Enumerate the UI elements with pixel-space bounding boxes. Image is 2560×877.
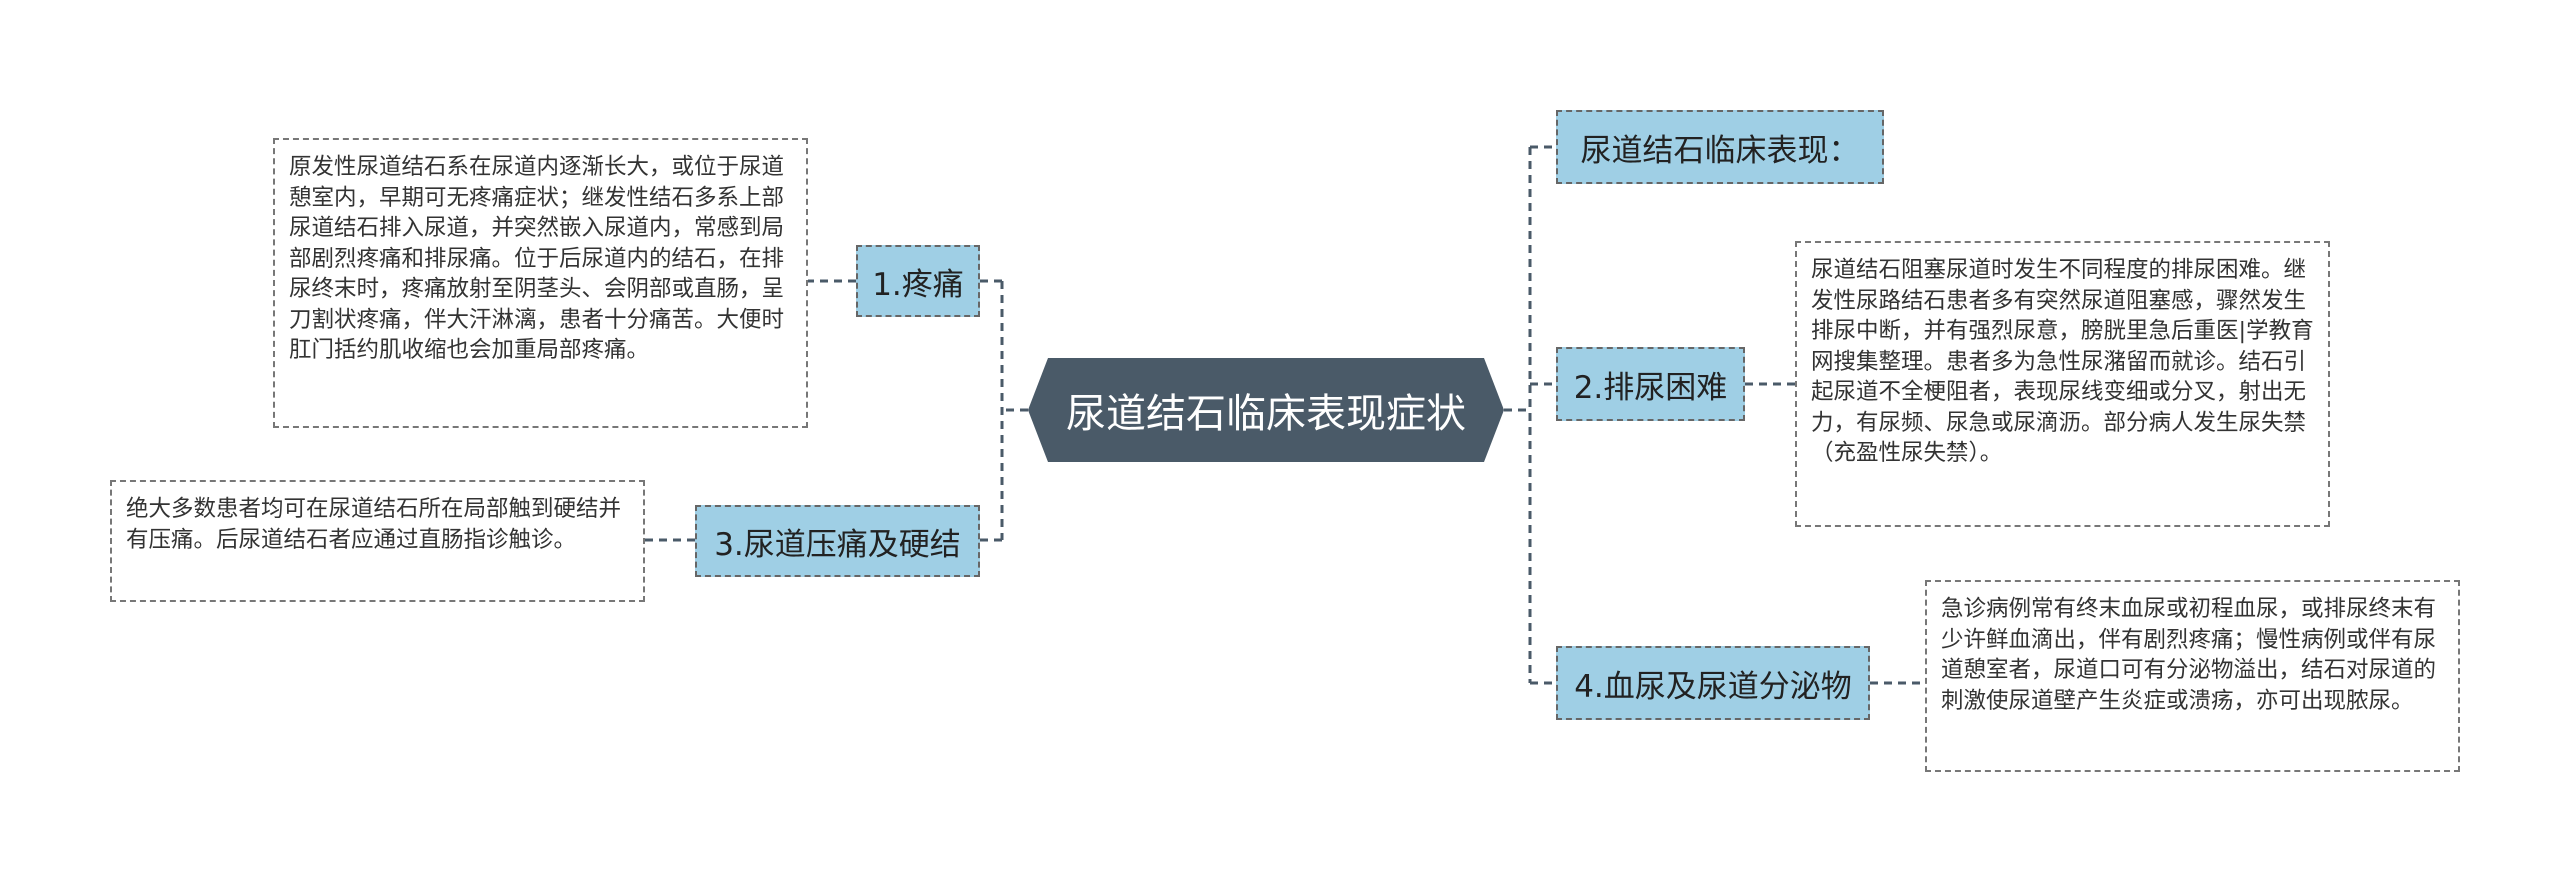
detail-blood-text: 急诊病例常有终末血尿或初程血尿，或排尿终末有少许鲜血滴出，伴有剧烈疼痛；慢性病例… bbox=[1941, 596, 2437, 714]
topic-pressure[interactable]: 3.尿道压痛及硬结 bbox=[695, 505, 980, 577]
detail-pain-text: 原发性尿道结石系在尿道内逐渐长大，或位于尿道憩室内，早期可无疼痛症状；继发性结石… bbox=[289, 154, 785, 363]
detail-pressure-text: 绝大多数患者均可在尿道结石所在局部触到硬结并有压痛。后尿道结石者应通过直肠指诊触… bbox=[126, 496, 622, 553]
topic-urination[interactable]: 2.排尿困难 bbox=[1556, 347, 1745, 421]
topic-pain[interactable]: 1.疼痛 bbox=[856, 245, 980, 317]
topic-manifest[interactable]: 尿道结石临床表现： bbox=[1556, 110, 1884, 184]
detail-pressure: 绝大多数患者均可在尿道结石所在局部触到硬结并有压痛。后尿道结石者应通过直肠指诊触… bbox=[110, 480, 645, 602]
root-node[interactable]: 尿道结石临床表现症状 bbox=[1028, 358, 1504, 462]
topic-urination-label: 2.排尿困难 bbox=[1573, 369, 1728, 406]
topic-pain-label: 1.疼痛 bbox=[872, 266, 964, 303]
detail-urination-text: 尿道结石阻塞尿道时发生不同程度的排尿困难。继发性尿路结石患者多有突然尿道阻塞感，… bbox=[1811, 257, 2314, 466]
detail-pain: 原发性尿道结石系在尿道内逐渐长大，或位于尿道憩室内，早期可无疼痛症状；继发性结石… bbox=[273, 138, 808, 428]
detail-blood: 急诊病例常有终末血尿或初程血尿，或排尿终末有少许鲜血滴出，伴有剧烈疼痛；慢性病例… bbox=[1925, 580, 2460, 772]
topic-manifest-label: 尿道结石临床表现： bbox=[1580, 132, 1860, 169]
topic-pressure-label: 3.尿道压痛及硬结 bbox=[714, 526, 961, 563]
root-title: 尿道结石临床表现症状 bbox=[1066, 391, 1466, 437]
topic-blood-label: 4.血尿及尿道分泌物 bbox=[1574, 668, 1852, 705]
topic-blood[interactable]: 4.血尿及尿道分泌物 bbox=[1556, 646, 1870, 720]
detail-urination: 尿道结石阻塞尿道时发生不同程度的排尿困难。继发性尿路结石患者多有突然尿道阻塞感，… bbox=[1795, 241, 2330, 527]
